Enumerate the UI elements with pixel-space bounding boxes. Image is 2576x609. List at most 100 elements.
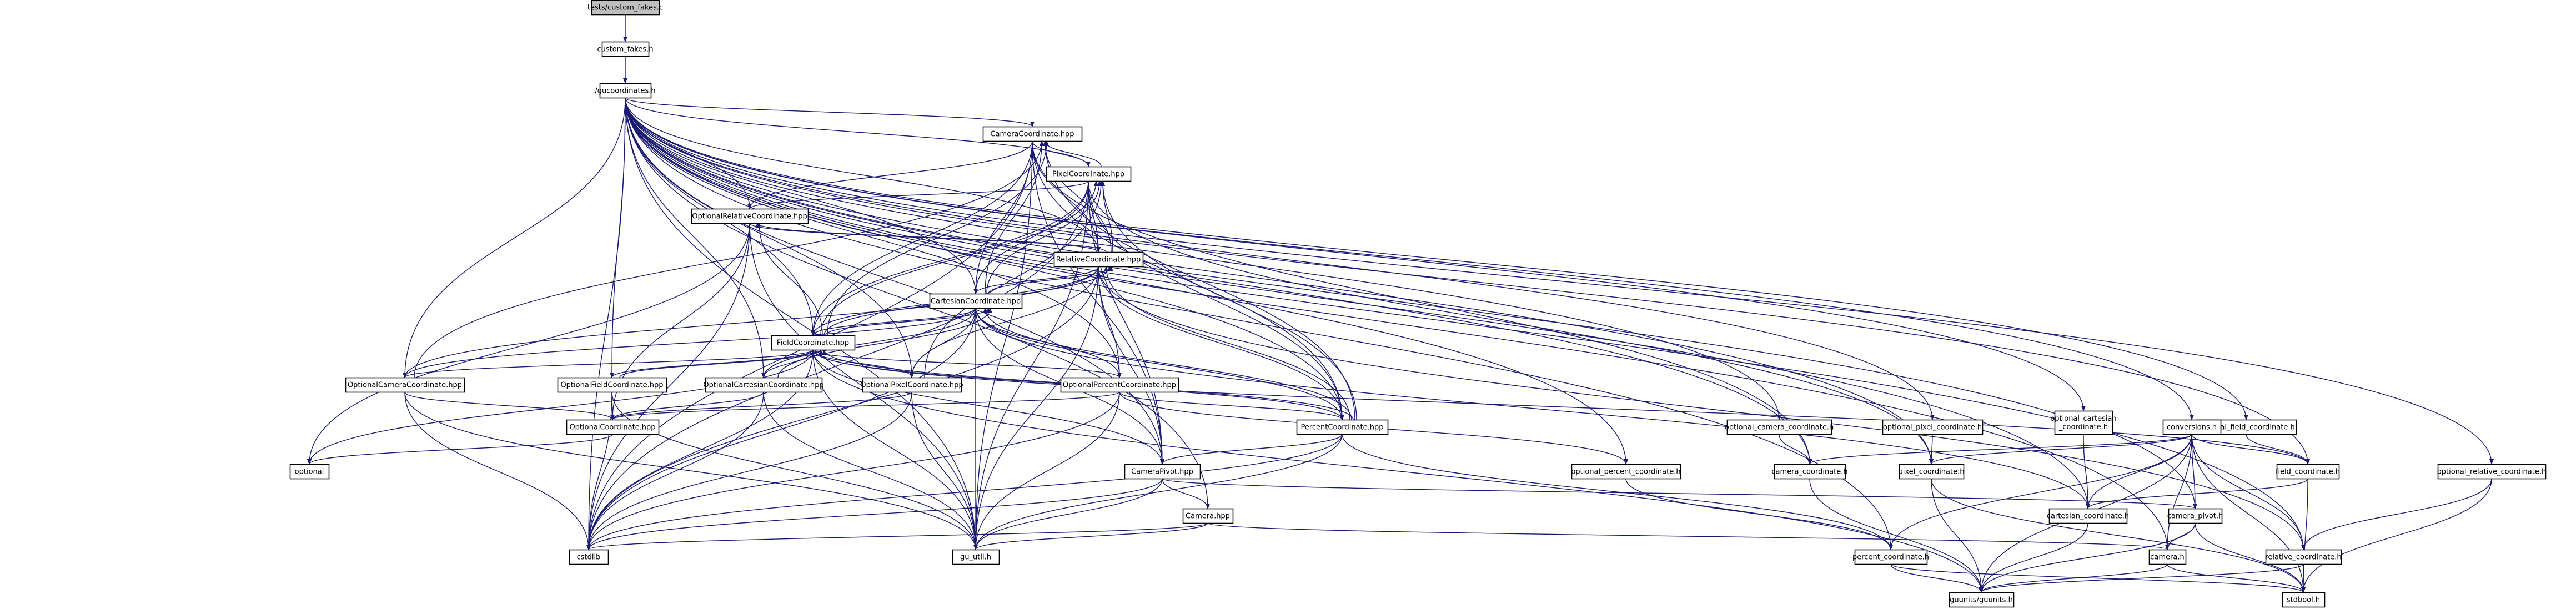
node-box bbox=[1296, 419, 1389, 435]
edge-RelativeCoordinate-hpp-to-CameraCoordinate-hpp bbox=[1043, 140, 1112, 253]
edge-CameraCoordinate-hpp-to-PercentCoordinate-hpp bbox=[1032, 140, 1344, 420]
edge-conversions-h-to-camera-h bbox=[2165, 434, 2192, 550]
node-camera-h[interactable]: camera.h bbox=[2148, 549, 2187, 565]
edge-gucoordinates-h-to-cartesian-coordinate-h bbox=[625, 97, 2090, 509]
edge-CartesianCoordinate-hpp-to-PercentCoordinate-hpp bbox=[975, 308, 1344, 420]
edge-CameraCoordinate-hpp-to-PixelCoordinate-hpp bbox=[1032, 140, 1091, 167]
node-box bbox=[982, 126, 1083, 142]
node-box bbox=[771, 335, 856, 351]
node-camera-pivot-h[interactable]: camera_pivot.h bbox=[2167, 508, 2223, 524]
edge-gucoordinates-h-to-OptionalCameraCoordinate-hpp bbox=[403, 97, 626, 378]
node-gucoordinates-h[interactable]: /gucoordinates.h bbox=[595, 83, 656, 99]
edge-field-coordinate-h-to-stdbool-h bbox=[2301, 478, 2308, 593]
edge-RelativeCoordinate-hpp-to-gu-util-h bbox=[973, 266, 1099, 550]
node-CartesianCoordinate-hpp[interactable]: CartesianCoordinate.hpp bbox=[929, 293, 1023, 309]
node-label: cartesian_coordinate.h bbox=[2047, 512, 2129, 521]
edge-PixelCoordinate-hpp-to-pixel-coordinate-h bbox=[1088, 180, 1934, 465]
edge-OptionalPixelCoordinate-hpp-to-gu-util-h bbox=[911, 391, 978, 550]
edge-RelativeCoordinate-hpp-to-PercentCoordinate-hpp bbox=[1098, 266, 1344, 420]
node-conversions-h[interactable]: conversions.h bbox=[2162, 419, 2222, 435]
node-label: optional_cartesian bbox=[2050, 415, 2116, 423]
edge-CartesianCoordinate-hpp-to-FieldCoordinate-hpp bbox=[811, 308, 976, 336]
node-custom-fakes-h[interactable]: custom_fakes.h bbox=[597, 41, 654, 57]
node-RelativeCoordinate-hpp[interactable]: RelativeCoordinate.hpp bbox=[1053, 251, 1144, 268]
edge-gucoordinates-h-to-CameraCoordinate-hpp bbox=[625, 97, 1035, 127]
edge-FieldCoordinate-hpp-to-PixelCoordinate-hpp bbox=[820, 180, 1098, 336]
node-optional-camera-coordinate-h[interactable]: optional_camera_coordinate.h bbox=[1725, 419, 1834, 435]
node-box bbox=[2048, 508, 2128, 524]
edge-Camera-hpp-to-gu-util-h bbox=[973, 522, 1208, 550]
node-OptionalCoordinate-hpp[interactable]: OptionalCoordinate.hpp bbox=[566, 419, 660, 435]
edge-OptionalPercentCoordinate-hpp-to-OptionalCoordinate-hpp bbox=[610, 391, 1120, 420]
node-label: _coordinate.h bbox=[2058, 423, 2108, 431]
node-optional-pixel-coordinate-h[interactable]: optional_pixel_coordinate.h bbox=[1882, 419, 1984, 435]
node-box bbox=[952, 549, 1000, 565]
node-box bbox=[591, 0, 660, 16]
edge-gucoordinates-h-to-optional-cartesian-coordinate-h bbox=[625, 97, 2086, 411]
node-camera-coordinate-h[interactable]: camera_coordinate.h bbox=[1771, 464, 1848, 480]
node-box bbox=[1726, 419, 1832, 435]
node-PercentCoordinate-hpp[interactable]: PercentCoordinate.hpp bbox=[1296, 419, 1389, 435]
edge-PixelCoordinate-hpp-to-CameraCoordinate-hpp bbox=[1043, 140, 1102, 167]
edge-gucoordinates-h-to-gu-util-h bbox=[625, 97, 978, 550]
edge-field-coordinate-h-to-cartesian-coordinate-h bbox=[2086, 478, 2308, 509]
node-optional-percent-coordinate-h[interactable]: optional_percent_coordinate.h bbox=[1571, 464, 1681, 480]
node-OptionalCartesianCoordinate-hpp[interactable]: OptionalCartesianCoordinate.hpp bbox=[703, 377, 824, 393]
node-stdbool-h[interactable]: stdbool.h bbox=[2282, 592, 2326, 608]
node-guunits-guunits-h[interactable]: guunits/guunits.h bbox=[1949, 592, 2015, 608]
node-Camera-hpp[interactable]: Camera.hpp bbox=[1182, 508, 1234, 524]
node-OptionalFieldCoordinate-hpp[interactable]: OptionalFieldCoordinate.hpp bbox=[557, 377, 667, 393]
node-optional-relative-coordinate-h[interactable]: optional_relative_coordinate.h bbox=[2437, 464, 2547, 480]
node-label: tests/custom_fakes.c bbox=[587, 4, 663, 12]
node-CameraPivot-hpp[interactable]: CameraPivot.hpp bbox=[1124, 464, 1201, 480]
node-label: PixelCoordinate.hpp bbox=[1052, 170, 1124, 179]
node-label: OptionalCartesianCoordinate.hpp bbox=[703, 381, 823, 390]
node-CameraCoordinate-hpp[interactable]: CameraCoordinate.hpp bbox=[982, 126, 1083, 142]
edge-OptionalPercentCoordinate-hpp-to-gu-util-h bbox=[973, 391, 1120, 550]
edge-Camera-hpp-to-camera-h bbox=[1207, 522, 2170, 550]
node-optional[interactable]: optional bbox=[289, 464, 330, 480]
edge-CameraPivot-hpp-to-Camera-hpp bbox=[1162, 478, 1210, 509]
node-cstdlib[interactable]: cstdlib bbox=[569, 549, 609, 565]
edge-OptionalCameraCoordinate-hpp-to-OptionalCoordinate-hpp bbox=[404, 391, 615, 420]
node-percent-coordinate-h[interactable]: percent_coordinate.h bbox=[1852, 549, 1929, 565]
node-field-coordinate-h[interactable]: field_coordinate.h bbox=[2276, 464, 2340, 480]
node-relative-coordinate-h[interactable]: relative_coordinate.h bbox=[2265, 549, 2342, 565]
node-label: FieldCoordinate.hpp bbox=[777, 339, 849, 348]
node-FieldCoordinate-hpp[interactable]: FieldCoordinate.hpp bbox=[771, 335, 856, 351]
edge-OptionalCameraCoordinate-hpp-to-gu-util-h bbox=[404, 391, 978, 550]
node-gu-util-h[interactable]: gu_util.h bbox=[952, 549, 1000, 565]
node-pixel-coordinate-h[interactable]: pixel_coordinate.h bbox=[1899, 464, 1965, 480]
edge-gucoordinates-h-to-camera-h bbox=[625, 97, 2170, 550]
edge-gucoordinates-h-to-optional-percent-coordinate-h bbox=[625, 97, 1628, 465]
node-label: OptionalCoordinate.hpp bbox=[569, 424, 655, 432]
node-box bbox=[2437, 464, 2547, 480]
edge-OptionalPercentCoordinate-hpp-to-cstdlib bbox=[586, 391, 1120, 550]
edge-optional-camera-coordinate-h-to-camera-coordinate-h bbox=[1779, 434, 1812, 465]
edge-CameraCoordinate-hpp-to-OptionalRelativeCoordinate-hpp bbox=[747, 140, 1033, 209]
edge-conversions-h-to-field-coordinate-h bbox=[2191, 434, 2310, 465]
node-OptionalPercentCoordinate-hpp[interactable]: OptionalPercentCoordinate.hpp bbox=[1060, 377, 1179, 393]
edge-PercentCoordinate-hpp-to-CameraCoordinate-hpp bbox=[1043, 140, 1355, 420]
node-label: PercentCoordinate.hpp bbox=[1300, 424, 1383, 432]
edge-RelativeCoordinate-hpp-to-CameraPivot-hpp bbox=[1098, 266, 1164, 465]
edge-RelativeCoordinate-hpp-to-relative-coordinate-h bbox=[1098, 266, 2306, 550]
node-custom-fakes-c[interactable]: tests/custom_fakes.c bbox=[587, 0, 663, 16]
node-label: optional bbox=[295, 468, 324, 476]
edge-CameraCoordinate-hpp-to-gu-util-h bbox=[973, 140, 1033, 550]
node-label: camera_coordinate.h bbox=[1771, 468, 1847, 476]
edge-PixelCoordinate-hpp-to-CartesianCoordinate-hpp bbox=[973, 180, 1089, 294]
edge-CartesianCoordinate-hpp-to-CameraCoordinate-hpp bbox=[985, 140, 1044, 294]
edge-OptionalCartesianCoordinate-hpp-to-OptionalCoordinate-hpp bbox=[610, 391, 764, 420]
node-OptionalCameraCoordinate-hpp[interactable]: OptionalCameraCoordinate.hpp bbox=[345, 377, 465, 393]
node-label: optional_pixel_coordinate.h bbox=[1883, 424, 1982, 432]
node-OptionalRelativeCoordinate-hpp[interactable]: OptionalRelativeCoordinate.hpp bbox=[691, 208, 809, 224]
node-cartesian-coordinate-h[interactable]: cartesian_coordinate.h bbox=[2047, 508, 2129, 524]
node-label: camera.h bbox=[2150, 553, 2184, 562]
edge-CartesianCoordinate-hpp-to-OptionalCameraCoordinate-hpp bbox=[403, 308, 976, 378]
node-PixelCoordinate-hpp[interactable]: PixelCoordinate.hpp bbox=[1046, 166, 1132, 182]
edge-FieldCoordinate-hpp-to-OptionalPercentCoordinate-hpp bbox=[812, 349, 1122, 378]
node-label: guunits/guunits.h bbox=[1950, 596, 2013, 605]
node-optional-cartesian-coordinate-h[interactable]: optional_cartesian_coordinate.h bbox=[2050, 410, 2117, 435]
node-OptionalPixelCoordinate-hpp[interactable]: OptionalPixelCoordinate.hpp bbox=[860, 377, 963, 393]
